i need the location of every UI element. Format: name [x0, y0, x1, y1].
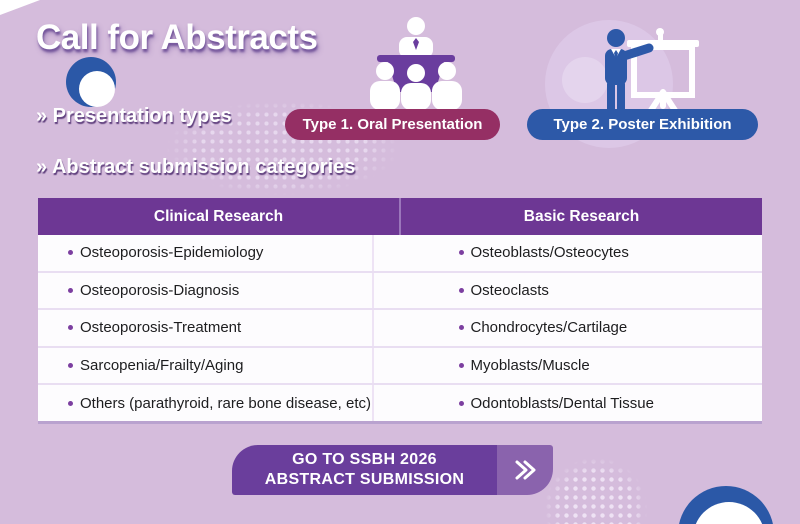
bullet-icon	[458, 363, 464, 369]
table-row: Osteoporosis-Diagnosis Osteoclasts	[38, 270, 763, 309]
abstract-submission-button-label: GO TO SSBH 2026 ABSTRACT SUBMISSION	[232, 445, 497, 495]
basic-cell: Odontoblasts/Dental Tissue	[371, 385, 763, 421]
clinical-cell: Osteoporosis-Diagnosis	[38, 273, 372, 309]
bullet-icon	[68, 325, 73, 331]
categories-table: Clinical Research Basic Research Osteopo…	[38, 198, 762, 424]
type1-oral-presentation-pill[interactable]: Type 1. Oral Presentation	[285, 109, 500, 140]
table-row: Osteoporosis-Epidemiology Osteoblasts/Os…	[38, 235, 762, 271]
table-row: Osteoporosis-Treatment Chondrocytes/Cart…	[38, 308, 762, 346]
table-row: Others (parathyroid, rare bone disease, …	[38, 383, 762, 421]
abstract-submission-button[interactable]: GO TO SSBH 2026 ABSTRACT SUBMISSION	[232, 445, 553, 495]
partial-circle-decoration	[678, 486, 774, 524]
corner-triangle-decoration	[0, 0, 40, 15]
bullet-icon	[68, 363, 73, 369]
abstract-categories-heading: » Abstract submission categories	[36, 156, 356, 178]
presentation-types-heading: » Presentation types	[36, 105, 232, 127]
basic-cell: Chondrocytes/Cartilage	[371, 310, 763, 346]
bullet-icon	[458, 325, 464, 331]
clinical-cell: Sarcopenia/Frailty/Aging	[38, 348, 372, 384]
clinical-cell: Osteoporosis-Epidemiology	[38, 235, 372, 271]
clinical-cell: Others (parathyroid, rare bone disease, …	[38, 385, 372, 421]
type2-poster-exhibition-pill[interactable]: Type 2. Poster Exhibition	[527, 109, 758, 140]
bullet-icon	[68, 250, 73, 256]
basic-cell: Osteoclasts	[371, 272, 763, 309]
double-chevron-right-icon	[497, 445, 553, 495]
column-header-clinical: Clinical Research	[153, 207, 284, 225]
bullet-icon	[68, 287, 73, 293]
poster-exhibition-icon	[594, 26, 706, 122]
column-header-basic: Basic Research	[399, 198, 762, 235]
oral-presentation-icon	[358, 14, 473, 110]
clinical-cell: Osteoporosis-Treatment	[38, 310, 372, 346]
basic-cell: Myoblasts/Muscle	[371, 347, 763, 384]
page-title: Call for Abstracts	[36, 18, 318, 57]
bullet-icon	[458, 250, 464, 256]
bullet-icon	[68, 400, 73, 406]
halftone-dots-decoration	[535, 448, 657, 524]
bullet-icon	[458, 287, 464, 293]
bullet-icon	[458, 400, 464, 406]
ssbh-swirl-logo-icon	[66, 57, 116, 107]
table-header-row: Clinical Research Basic Research	[38, 198, 762, 235]
basic-cell: Osteoblasts/Osteocytes	[371, 235, 763, 271]
table-row: Sarcopenia/Frailty/Aging Myoblasts/Muscl…	[38, 345, 763, 384]
